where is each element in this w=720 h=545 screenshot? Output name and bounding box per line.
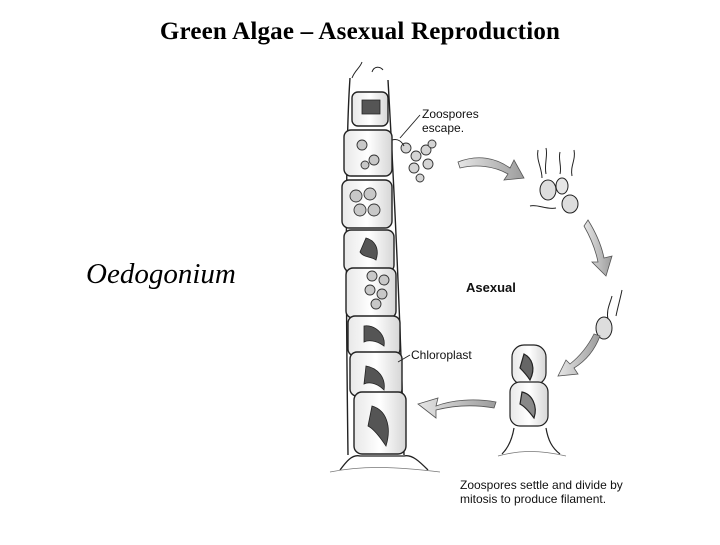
single-zoospore bbox=[595, 289, 623, 340]
label-asexual: Asexual bbox=[466, 280, 516, 295]
young-filament bbox=[497, 344, 567, 457]
arrow-single-to-settle bbox=[557, 333, 601, 377]
arrow-escape-to-swim bbox=[457, 157, 525, 181]
filament-cell bbox=[341, 179, 393, 229]
label-zoospores-escape: Zoospores escape. bbox=[422, 107, 479, 135]
free-zoospores bbox=[529, 147, 579, 214]
arrow-settle-to-filament bbox=[417, 397, 497, 419]
cycle-arrows bbox=[417, 157, 613, 419]
leader-lines bbox=[397, 114, 421, 363]
filament-cell bbox=[343, 129, 393, 177]
label-chloroplast: Chloroplast bbox=[411, 348, 472, 362]
label-zoospores-settle: Zoospores settle and divide by mitosis t… bbox=[460, 478, 623, 506]
arrow-swim-to-single bbox=[583, 219, 613, 277]
zoospore-clusters bbox=[349, 139, 390, 310]
chloroplast-blobs bbox=[359, 99, 389, 447]
filament bbox=[329, 61, 441, 473]
genus-label: Oedogonium bbox=[86, 258, 236, 290]
slide-title: Green Algae – Asexual Reproduction bbox=[159, 18, 561, 45]
escaping-zoospores bbox=[400, 139, 437, 183]
